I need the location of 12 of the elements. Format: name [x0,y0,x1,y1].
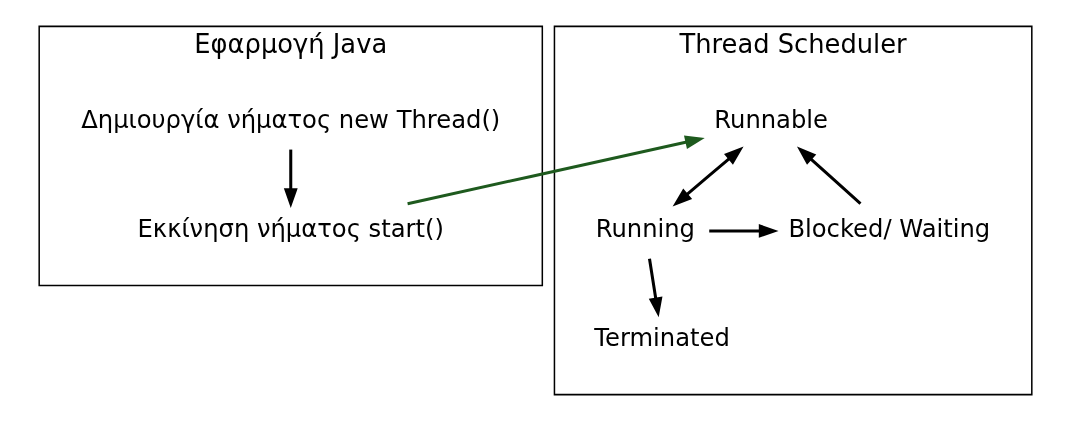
arrow [647,258,662,318]
node-text: Running [595,213,695,243]
arrow [796,146,861,205]
node-text: Runnable [713,104,828,134]
arrow [283,149,298,209]
arrow [708,224,779,238]
node-text: Blocked/ Waiting [787,213,990,243]
node-text: Εκκίνηση νήματος start() [137,213,444,243]
node-text: Terminated [593,322,730,352]
node-text: Δημιουργία νήματος new Thread() [80,104,500,134]
arrow [406,135,705,206]
arrow [672,146,744,207]
